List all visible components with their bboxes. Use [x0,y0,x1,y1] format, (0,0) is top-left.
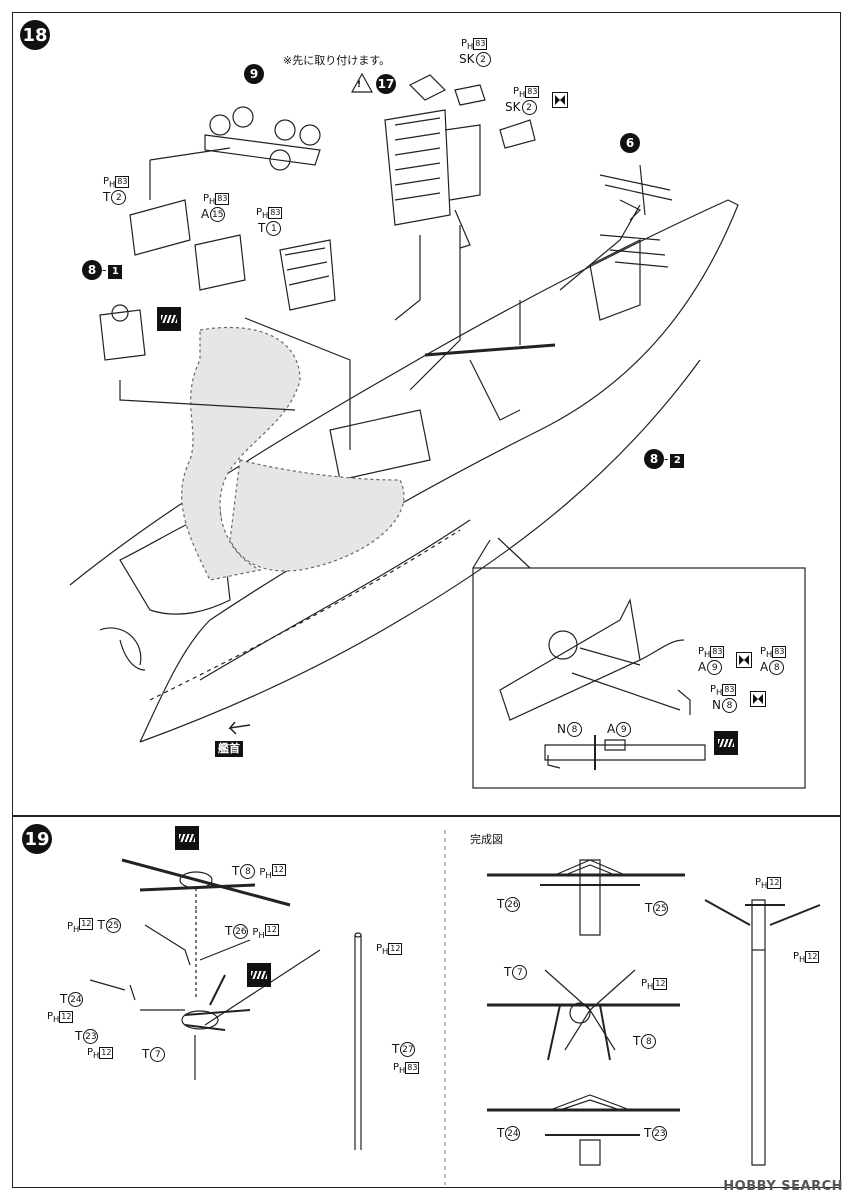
step-19-frame [12,816,841,1188]
label-8-1: 8-1 [82,260,123,280]
hollow-cut-icon-1 [552,92,568,108]
step-18-note: ※先に取り付けます。 [283,54,391,67]
step-18-number: 18 [20,20,50,50]
bow-label: 艦首 [215,741,243,757]
label-8-2: 8-2 [644,449,685,469]
part-8-sub-2: 2 [670,454,685,468]
part-8-badge: 8 [82,260,102,280]
cement-icon-1 [157,307,181,331]
step-18-frame [12,12,841,816]
watermark: HOBBY SEARCH [723,1179,843,1194]
part-6-badge: 6 [620,133,640,153]
cement-icon-3 [175,826,199,850]
cement-icon-4 [247,963,271,987]
hollow-cut-icon-2 [736,652,752,668]
part-9-badge: 9 [244,64,264,84]
part-8-badge-2: 8 [644,449,664,469]
hollow-cut-icon-3 [750,691,766,707]
part-8-sub-1: 1 [108,265,123,279]
cement-icon-2 [714,731,738,755]
part-17-badge: 17 [376,74,396,94]
step-19-number: 19 [22,824,52,854]
complete-view-label: 完成図 [470,833,503,846]
warning-triangle-icon: ! [357,80,362,90]
